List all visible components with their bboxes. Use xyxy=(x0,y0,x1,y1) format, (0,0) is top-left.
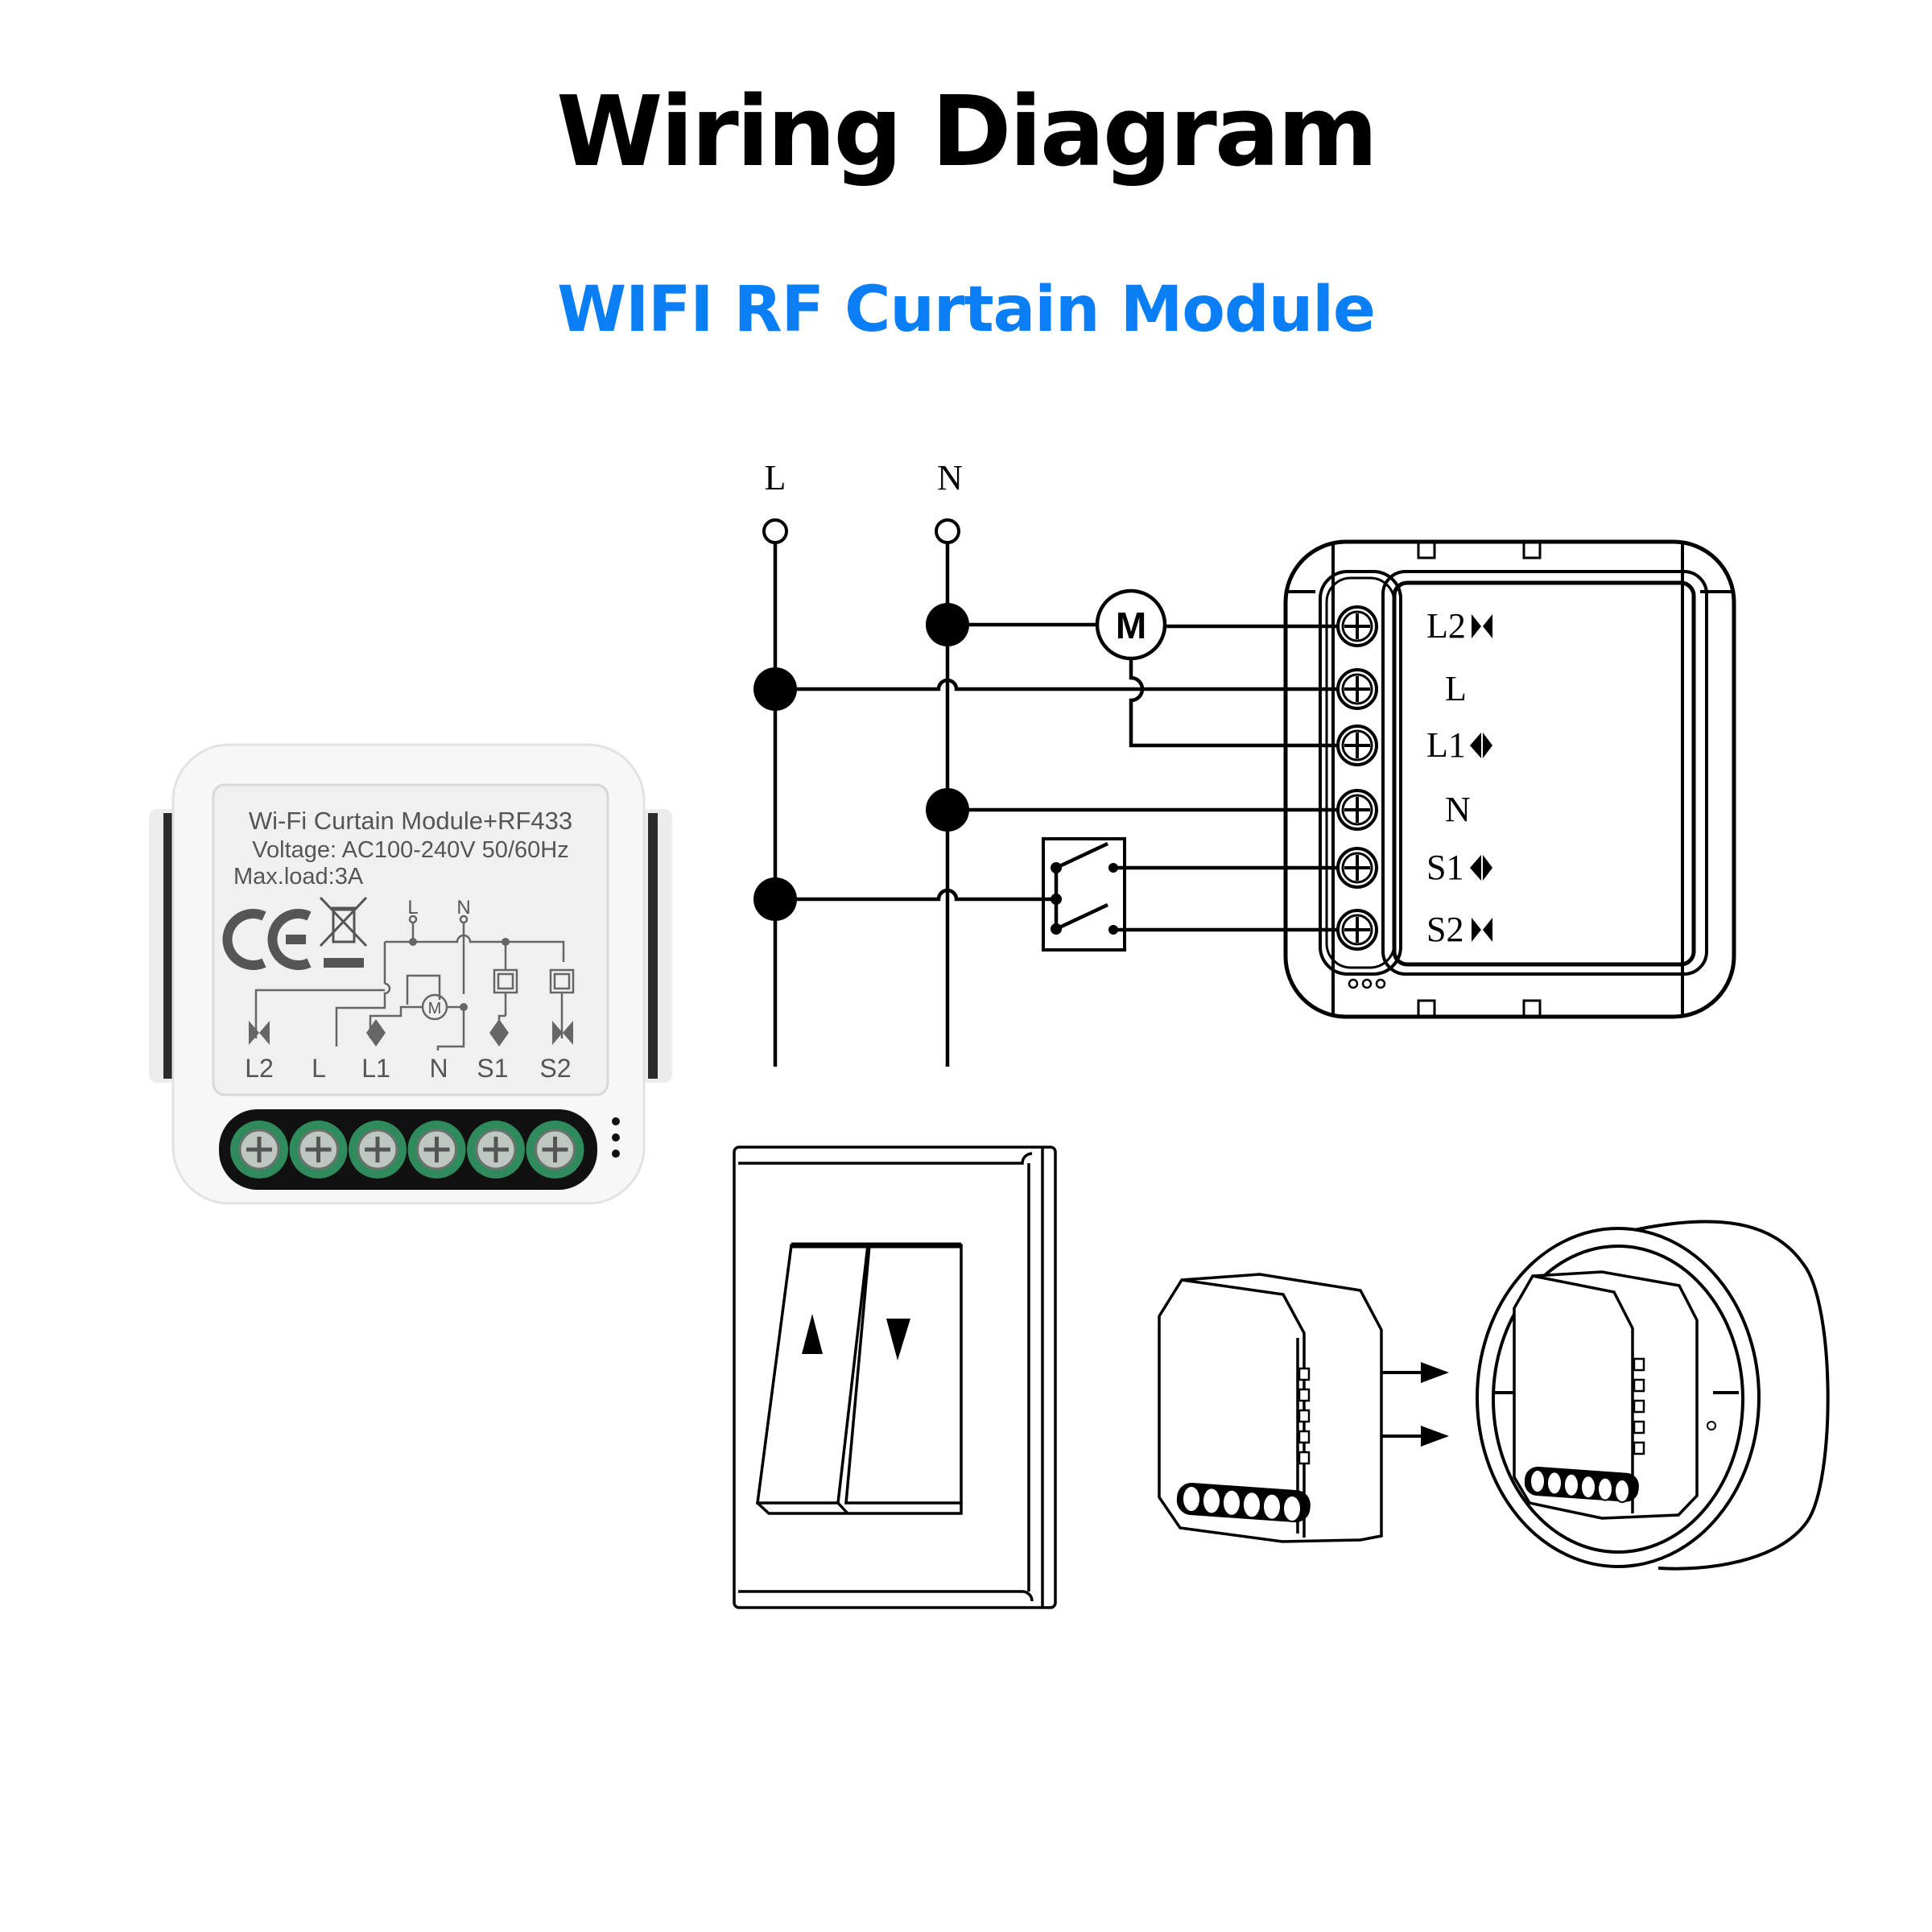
side-pin xyxy=(1298,1430,1311,1444)
open-curtain-icon xyxy=(366,1019,386,1046)
side-pin xyxy=(1298,1409,1311,1423)
module-label-s1: S1 xyxy=(1426,848,1463,887)
terminal-label-l2: L2 xyxy=(245,1054,274,1083)
installed-module xyxy=(1513,1270,1699,1520)
wire-l-module xyxy=(775,678,1343,691)
label-schematic-dots xyxy=(409,938,510,1011)
product-module: Wi-Fi Curtain Module+RF433 Voltage: AC10… xyxy=(149,743,672,1205)
side-pin xyxy=(1298,1388,1311,1402)
module-bottom-terminals xyxy=(1176,1483,1311,1523)
double-switch-symbol xyxy=(1042,837,1126,952)
wall-switch xyxy=(733,1146,1057,1609)
module-label-s2: S2 xyxy=(1426,910,1463,949)
close-curtain-icon xyxy=(552,1021,573,1045)
open-curtain-icon xyxy=(489,1019,509,1046)
schematic-motor-label: M xyxy=(428,1000,442,1018)
crossed-bin-icon xyxy=(319,896,368,968)
module-label-n: N xyxy=(1445,790,1471,829)
terminal-hole xyxy=(1597,1476,1613,1501)
up-arrow-icon xyxy=(802,1314,823,1354)
side-clip-right-shadow xyxy=(648,813,658,1079)
side-pin xyxy=(1633,1378,1645,1393)
label-line3: Max.load:3A xyxy=(233,864,364,890)
bus-l-terminal xyxy=(762,518,788,544)
module-outline xyxy=(1283,539,1736,1019)
right-arrow-icon xyxy=(1421,1362,1449,1383)
terminal-screw[interactable] xyxy=(230,1121,288,1179)
bus-n-terminal xyxy=(935,518,960,544)
side-clip-left-shadow xyxy=(163,813,173,1079)
install-arrows xyxy=(1381,1362,1449,1447)
terminal-hole xyxy=(1530,1469,1546,1493)
schematic-label-n: N xyxy=(456,897,470,919)
terminal-hole xyxy=(1546,1471,1563,1496)
module-label-l: L xyxy=(1445,669,1467,708)
side-pin xyxy=(1298,1451,1311,1465)
side-pin xyxy=(1633,1420,1645,1435)
module-label-l1: L1 xyxy=(1426,725,1466,765)
terminal-label-n: N xyxy=(429,1054,448,1083)
ce-mark-icon xyxy=(222,909,312,970)
close-curtain-icon xyxy=(1472,918,1492,942)
side-pin xyxy=(1633,1357,1645,1372)
module-screw-l1[interactable] xyxy=(1336,724,1378,766)
terminal-screw[interactable] xyxy=(407,1121,466,1179)
terminal-label-s1: S1 xyxy=(477,1054,508,1083)
close-curtain-icon xyxy=(249,1021,270,1045)
label-curtain-icons xyxy=(249,1019,573,1046)
module-screw-n[interactable] xyxy=(1336,789,1378,831)
down-arrow-icon xyxy=(886,1319,910,1360)
terminal-hole xyxy=(1282,1495,1302,1522)
module-screw-terminals xyxy=(1336,605,1378,951)
bus-label-n: N xyxy=(937,458,963,497)
terminal-hole xyxy=(1222,1488,1241,1517)
side-pin xyxy=(1633,1399,1645,1414)
wire-l-switch xyxy=(775,888,1053,902)
side-pin xyxy=(1298,1367,1311,1381)
terminal-screw[interactable] xyxy=(349,1121,407,1179)
terminal-label-s2: S2 xyxy=(539,1054,571,1083)
schematic-label-l: L xyxy=(407,897,418,919)
motor-label: M xyxy=(1116,605,1146,646)
module-screw-s1[interactable] xyxy=(1336,847,1378,889)
led-dots xyxy=(612,1117,620,1158)
side-pin xyxy=(1633,1441,1645,1455)
label-line1: Wi-Fi Curtain Module+RF433 xyxy=(249,807,572,835)
terminal-hole xyxy=(1182,1485,1201,1513)
close-curtain-icon xyxy=(1472,614,1492,638)
label-line2: Voltage: AC100-240V 50/60Hz xyxy=(252,837,568,863)
installed-module-pins xyxy=(1633,1357,1645,1455)
label-schematic xyxy=(254,914,575,1051)
terminal-screws xyxy=(230,1121,584,1179)
open-curtain-icon xyxy=(1470,855,1492,881)
loose-module xyxy=(1158,1273,1383,1543)
wiring-schematic xyxy=(762,518,1343,1067)
terminal-screw[interactable] xyxy=(467,1121,525,1179)
page-title: Wiring Diagram xyxy=(556,76,1378,188)
terminal-hole xyxy=(1580,1475,1596,1500)
bus-label-l: L xyxy=(765,458,786,497)
terminal-hole xyxy=(1202,1487,1221,1515)
module-screw-l2[interactable] xyxy=(1336,605,1378,647)
terminal-label-l1: L1 xyxy=(361,1054,390,1083)
terminal-hole xyxy=(1262,1492,1282,1521)
terminal-hole xyxy=(1614,1479,1630,1503)
terminal-hole xyxy=(1242,1491,1261,1519)
module-label-l2: L2 xyxy=(1426,606,1466,646)
terminal-label-l: L xyxy=(312,1054,326,1083)
terminal-hole xyxy=(1563,1472,1579,1497)
page-subtitle: WIFI RF Curtain Module xyxy=(557,274,1376,346)
right-arrow-icon xyxy=(1421,1426,1449,1447)
junction-dots xyxy=(753,603,1118,935)
open-curtain-icon xyxy=(1470,733,1492,758)
module-screw-l[interactable] xyxy=(1336,668,1378,710)
terminal-screw[interactable] xyxy=(526,1121,584,1179)
wire-motor-l1 xyxy=(1129,658,1343,748)
module-side-pins xyxy=(1298,1367,1311,1465)
module-screw-s2[interactable] xyxy=(1336,909,1378,951)
terminal-screw[interactable] xyxy=(289,1121,348,1179)
installed-module-terminals xyxy=(1524,1467,1639,1503)
